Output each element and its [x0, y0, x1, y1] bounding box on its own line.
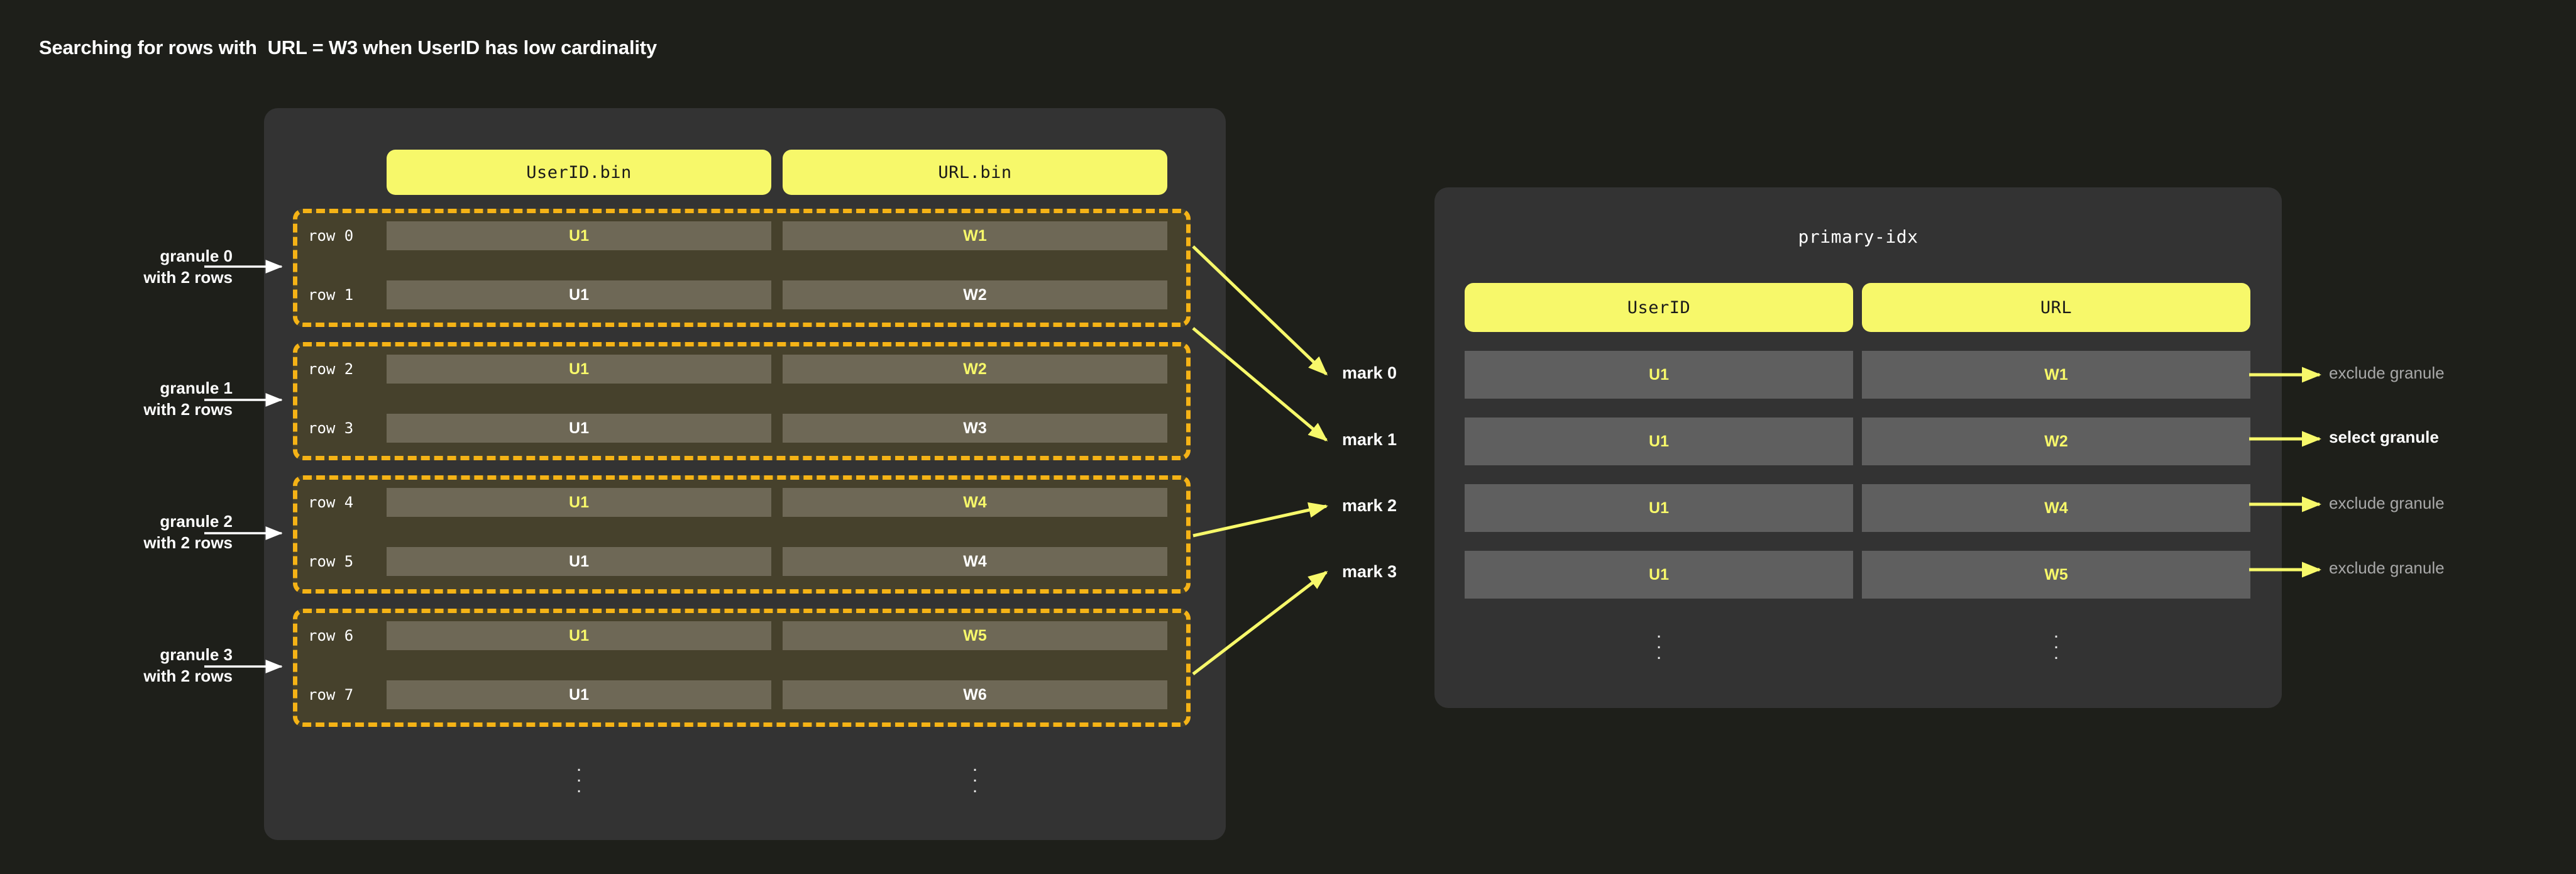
- granule-annotation-3: granule 3 with 2 rows: [44, 644, 233, 687]
- ellipsis-index-url: . . .: [2044, 621, 2069, 663]
- ellipsis-dot: .: [2053, 632, 2059, 653]
- index-column-header-userid: UserID: [1465, 283, 1853, 332]
- mark-label-0: mark 0: [1342, 363, 1397, 382]
- cell-url-row-5: W4: [783, 547, 1167, 576]
- ellipsis-dot: .: [576, 765, 582, 786]
- row-label-0: row 0: [308, 227, 354, 245]
- page-title: Searching for rows with URL = W3 when Us…: [39, 36, 657, 58]
- index-cell-userid-1: U1: [1465, 418, 1853, 465]
- ellipsis-userid-bin: . . .: [566, 755, 592, 797]
- index-cell-url-1: W2: [1862, 418, 2250, 465]
- cell-url-row-0: W1: [783, 221, 1167, 250]
- index-cell-url-3: W5: [1862, 551, 2250, 599]
- primary-idx-title: primary-idx: [1798, 226, 1918, 247]
- granule-annotation-line1: granule 2: [160, 512, 233, 531]
- ellipsis-dot: .: [576, 776, 582, 797]
- cell-userid-row-0: U1: [387, 221, 771, 250]
- ellipsis-dot: .: [1656, 643, 1662, 663]
- row-label-7: row 7: [308, 686, 354, 704]
- cell-url-row-4: W4: [783, 488, 1167, 517]
- index-cell-userid-0: U1: [1465, 351, 1853, 399]
- row-label-1: row 1: [308, 286, 354, 304]
- ellipsis-dot: .: [1656, 621, 1662, 642]
- cell-userid-row-7: U1: [387, 680, 771, 709]
- row-label-2: row 2: [308, 360, 354, 378]
- index-cell-userid-2: U1: [1465, 484, 1853, 532]
- mark-label-3: mark 3: [1342, 562, 1397, 581]
- row-label-3: row 3: [308, 419, 354, 437]
- index-cell-url-2: W4: [1862, 484, 2250, 532]
- cell-userid-row-5: U1: [387, 547, 771, 576]
- granule-annotation-1: granule 1 with 2 rows: [44, 377, 233, 421]
- ellipsis-index-userid: . . .: [1646, 621, 1671, 663]
- verdict-label-granule-3: exclude granule: [2329, 558, 2445, 577]
- verdict-label-granule-2: exclude granule: [2329, 494, 2445, 512]
- row-label-5: row 5: [308, 553, 354, 570]
- ellipsis-dot: .: [972, 765, 978, 786]
- cell-userid-row-1: U1: [387, 280, 771, 309]
- cell-userid-row-6: U1: [387, 621, 771, 650]
- ellipsis-dot: .: [1656, 632, 1662, 653]
- index-column-header-url: URL: [1862, 283, 2250, 332]
- cell-userid-row-3: U1: [387, 414, 771, 443]
- ellipsis-dot: .: [972, 776, 978, 797]
- granule-annotation-line2: with 2 rows: [143, 268, 233, 287]
- index-cell-url-0: W1: [1862, 351, 2250, 399]
- row-label-6: row 6: [308, 627, 354, 644]
- verdict-label-granule-1: select granule: [2329, 428, 2439, 446]
- granule-annotation-line2: with 2 rows: [143, 667, 233, 686]
- cell-url-row-7: W6: [783, 680, 1167, 709]
- cell-userid-row-2: U1: [387, 355, 771, 384]
- granule-annotation-0: granule 0 with 2 rows: [44, 245, 233, 289]
- cell-url-row-1: W2: [783, 280, 1167, 309]
- column-header-userid-bin: UserID.bin: [387, 150, 771, 195]
- granule-annotation-line2: with 2 rows: [143, 533, 233, 553]
- ellipsis-dot: .: [972, 755, 978, 775]
- cell-url-row-3: W3: [783, 414, 1167, 443]
- row-label-4: row 4: [308, 494, 354, 511]
- ellipsis-dot: .: [2053, 643, 2059, 663]
- granule-annotation-line2: with 2 rows: [143, 400, 233, 419]
- cell-userid-row-4: U1: [387, 488, 771, 517]
- granule-annotation-2: granule 2 with 2 rows: [44, 511, 233, 554]
- mark-label-1: mark 1: [1342, 430, 1397, 449]
- granule-annotation-line1: granule 1: [160, 379, 233, 397]
- ellipsis-dot: .: [2053, 621, 2059, 642]
- mark-label-2: mark 2: [1342, 496, 1397, 515]
- ellipsis-url-bin: . . .: [962, 755, 988, 797]
- granule-annotation-line1: granule 0: [160, 246, 233, 265]
- verdict-label-granule-0: exclude granule: [2329, 363, 2445, 382]
- ellipsis-dot: .: [576, 755, 582, 775]
- granule-annotation-line1: granule 3: [160, 645, 233, 664]
- index-cell-userid-3: U1: [1465, 551, 1853, 599]
- column-header-url-bin: URL.bin: [783, 150, 1167, 195]
- cell-url-row-2: W2: [783, 355, 1167, 384]
- cell-url-row-6: W5: [783, 621, 1167, 650]
